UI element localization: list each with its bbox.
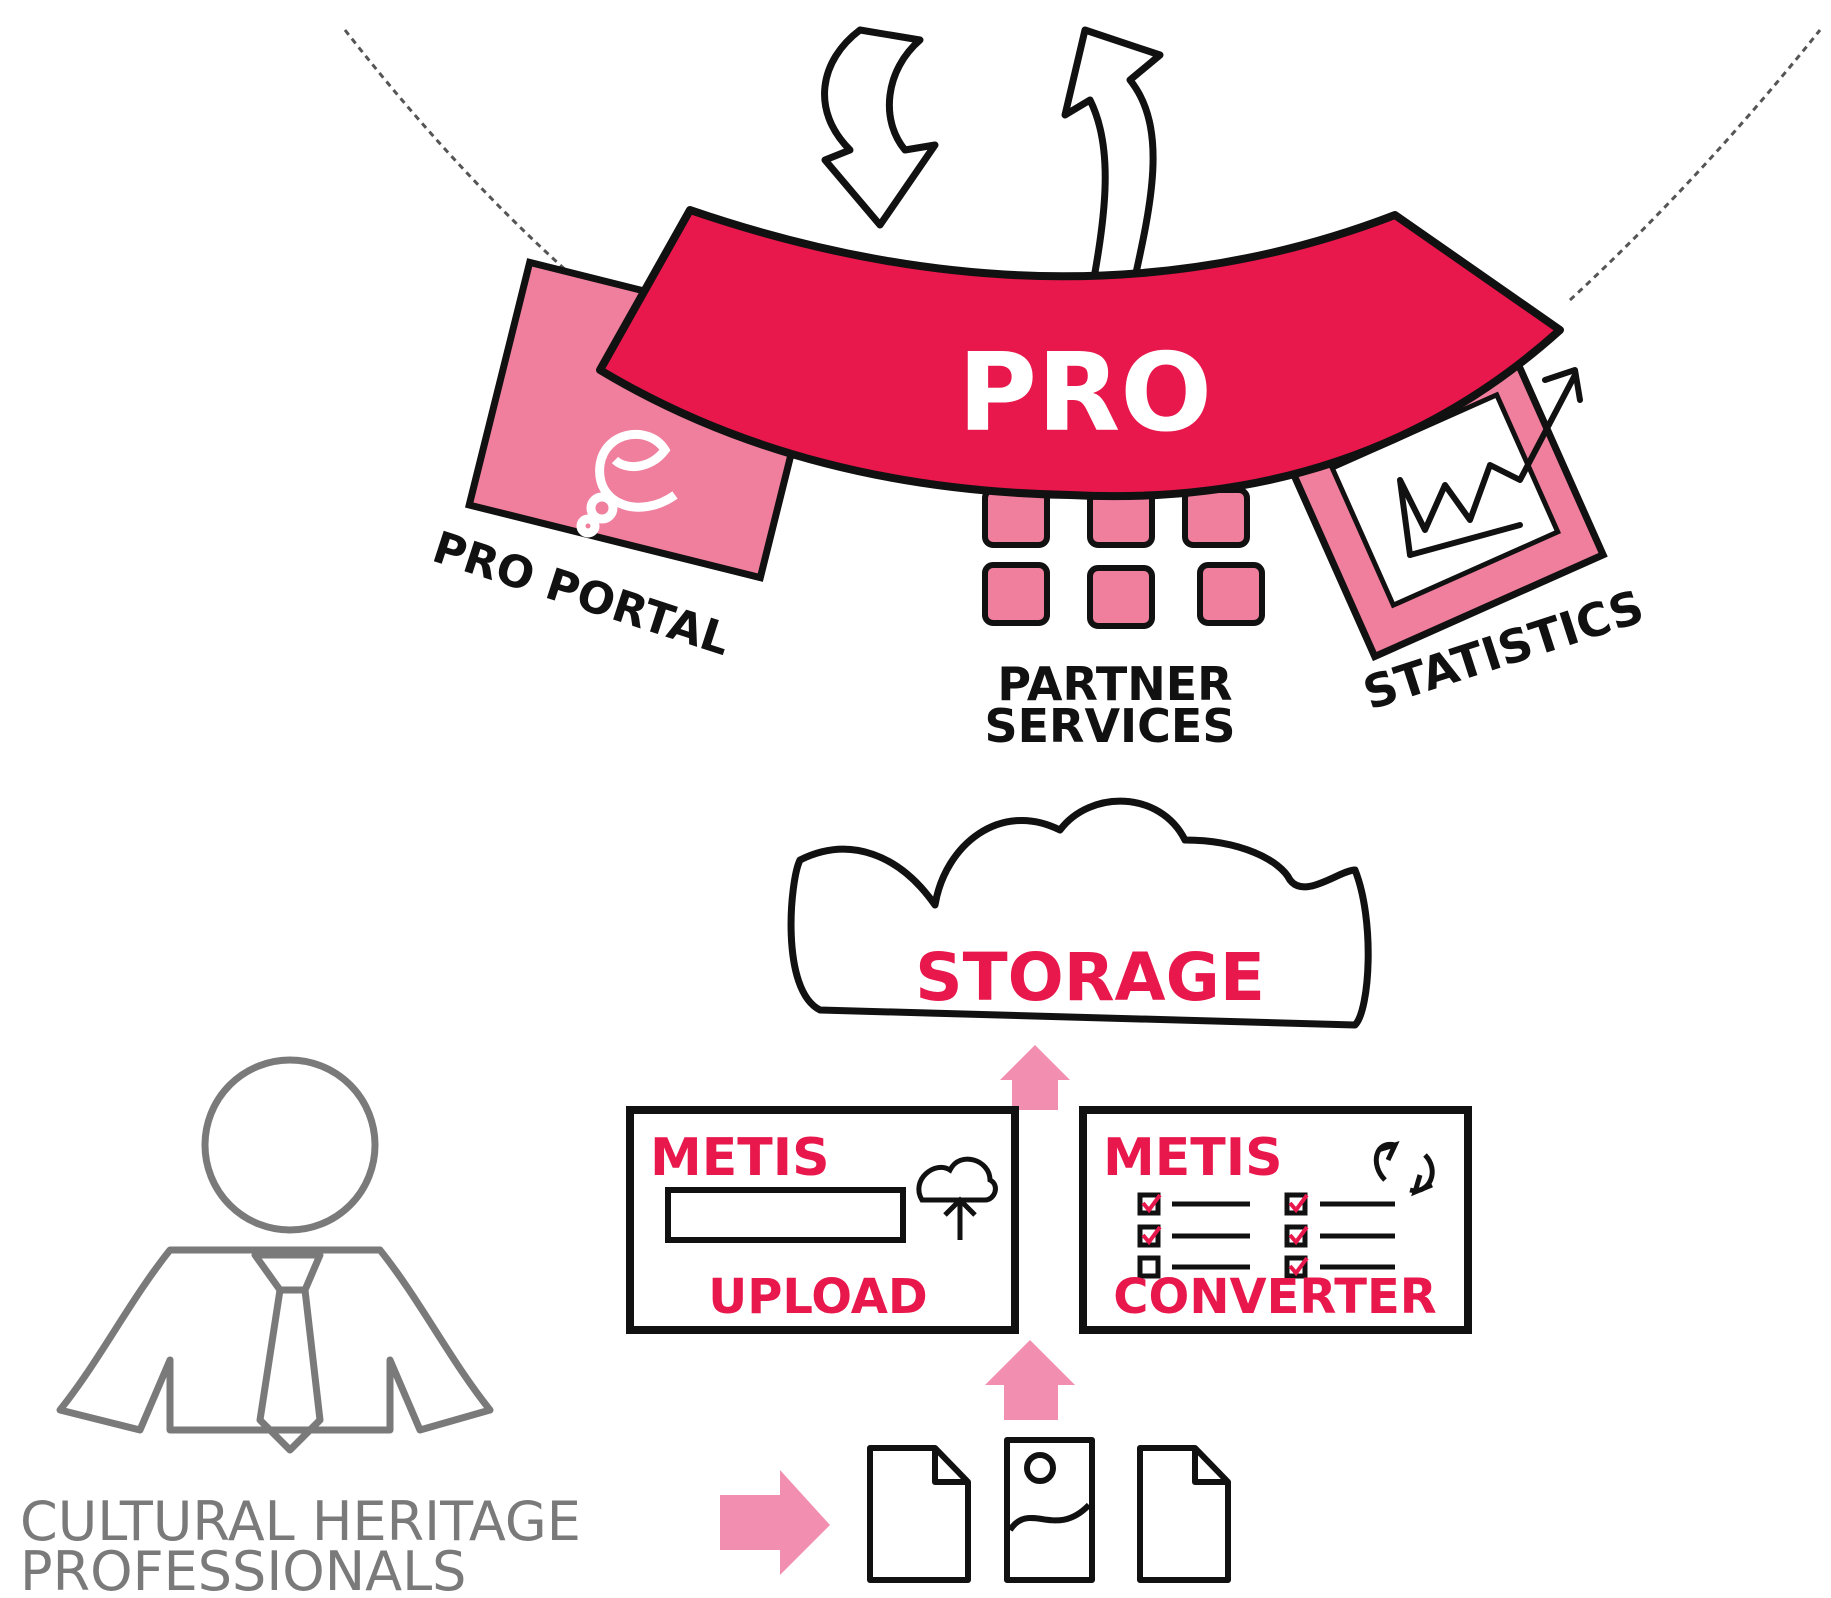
metis-upload-label: UPLOAD bbox=[708, 1269, 928, 1325]
partner-services-line1: PARTNER bbox=[997, 657, 1232, 711]
metis-converter-label: CONVERTER bbox=[1113, 1269, 1436, 1325]
storage-cloud: STORAGE bbox=[787, 797, 1372, 1029]
orbit-arc bbox=[343, 29, 1822, 302]
metis-upload-title: METIS bbox=[650, 1128, 830, 1188]
audience-line2: PROFESSIONALS bbox=[20, 1540, 466, 1598]
pro-banner: PRO bbox=[596, 206, 1564, 501]
pro-banner-label: PRO bbox=[958, 331, 1212, 456]
person-icon bbox=[56, 1056, 494, 1454]
recycle-arrows-icon bbox=[821, 26, 1164, 304]
partner-services-line2: SERVICES bbox=[984, 699, 1235, 753]
cloud-upload-icon bbox=[916, 1156, 998, 1240]
document-icon bbox=[867, 1445, 971, 1583]
metis-upload-panel: METIS UPLOAD bbox=[626, 1106, 1019, 1334]
right-arrow-to-documents-icon bbox=[720, 1470, 830, 1575]
sync-icon bbox=[1373, 1141, 1435, 1197]
checklist bbox=[1137, 1192, 1395, 1279]
pink-arrows bbox=[720, 1045, 1075, 1575]
audience-line1: CULTURAL HERITAGE bbox=[20, 1490, 581, 1553]
metis-converter-title: METIS bbox=[1103, 1128, 1283, 1188]
up-arrow-to-storage-icon bbox=[1000, 1045, 1070, 1110]
storage-label: STORAGE bbox=[915, 939, 1265, 1016]
up-arrow-to-metis-icon bbox=[985, 1340, 1075, 1420]
metis-converter-panel: METIS CONVERTER bbox=[1079, 1106, 1472, 1334]
bar-chart-icon bbox=[1397, 367, 1583, 558]
upload-file-field bbox=[665, 1187, 906, 1243]
image-document-icon bbox=[1004, 1437, 1095, 1583]
partner-services-grid bbox=[982, 487, 1265, 629]
europeana-logo-icon bbox=[576, 430, 678, 538]
documents bbox=[867, 1437, 1231, 1583]
document-icon bbox=[1137, 1445, 1231, 1583]
